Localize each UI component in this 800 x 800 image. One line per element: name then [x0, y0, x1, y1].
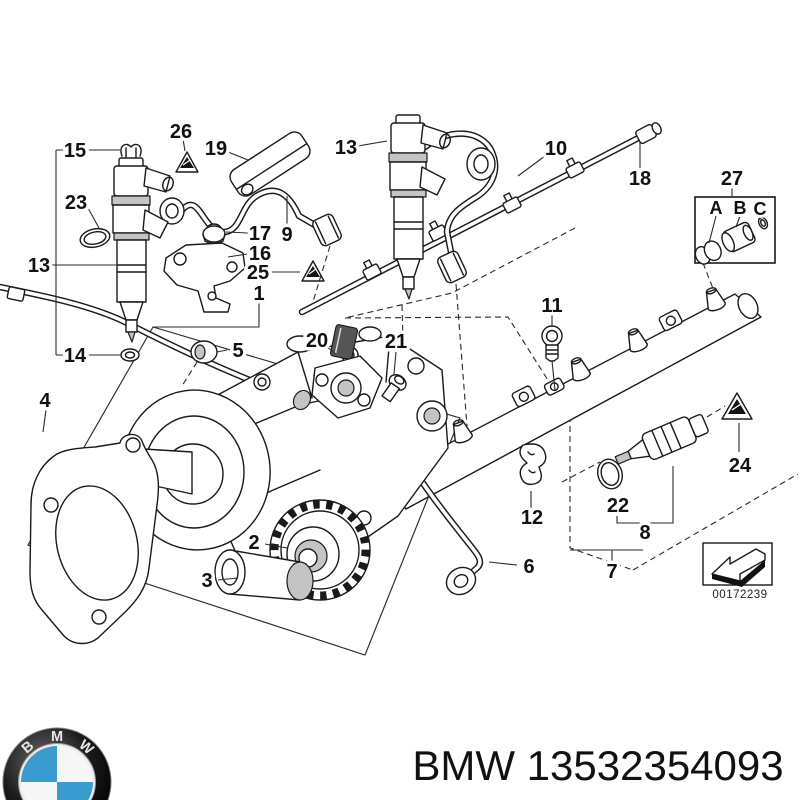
fuel-return-pipe — [413, 470, 484, 596]
catalog-stamp: 00172239 — [702, 542, 773, 601]
warning-triangle-24 — [721, 392, 753, 420]
callout-24: 24 — [729, 455, 752, 477]
pump-gasket — [29, 433, 160, 645]
callout-1: 1 — [253, 283, 264, 305]
callout-25: 25 — [247, 262, 269, 284]
injector-pipe-right — [421, 130, 499, 284]
callout-26: 26 — [170, 121, 192, 143]
unit-bolt — [381, 374, 407, 403]
part-number: BMW 13532354093 — [412, 742, 783, 789]
callout-4: 4 — [39, 390, 51, 412]
metering-unit — [292, 324, 383, 419]
callout-11: 11 — [541, 295, 562, 317]
roundel-quadrant-br — [57, 782, 93, 800]
sublabel-C: C — [754, 199, 767, 219]
injector-clamp — [120, 143, 142, 158]
injector-cover — [229, 131, 311, 197]
callout-20: 20 — [306, 330, 328, 352]
callout-3: 3 — [201, 570, 212, 592]
callout-13: 13 — [28, 255, 50, 277]
o-ring-23 — [79, 227, 111, 249]
callout-6: 6 — [523, 556, 534, 578]
warning-triangle-26 — [175, 151, 199, 173]
fuel-injector — [111, 157, 174, 343]
roundel-quadrant-tr — [57, 746, 93, 782]
rail-assembly-boundary — [344, 227, 799, 571]
callout-23: 23 — [65, 192, 87, 214]
injector-pipe-left — [159, 187, 342, 247]
high-pressure-line — [298, 122, 662, 316]
injector-bracket — [163, 242, 246, 313]
callout-16: 16 — [249, 243, 271, 265]
callout-12: 12 — [521, 507, 543, 529]
callout-19: 19 — [205, 138, 227, 160]
roundel-quadrant-tl — [21, 746, 57, 782]
callout-27: 27 — [721, 168, 743, 190]
pipe-clamp — [519, 443, 547, 486]
pump-inlet-pipe — [0, 283, 256, 385]
callout-9: 9 — [281, 224, 292, 246]
bmw-logo: BMW — [2, 727, 112, 800]
line-end-fitting — [635, 122, 662, 145]
stamp-code: 00172239 — [712, 589, 767, 601]
pressure-regulator — [614, 413, 709, 465]
callout-14: 14 — [64, 345, 87, 367]
o-ring-22 — [596, 458, 624, 490]
callout-21: 21 — [385, 331, 407, 353]
detail-box-27 — [694, 196, 776, 265]
leader-lines — [42, 138, 763, 581]
callout-8: 8 — [639, 522, 650, 544]
callout-13: 13 — [335, 137, 357, 159]
rubber-grommet — [190, 340, 218, 364]
logo-letter-M: M — [51, 729, 63, 745]
callout-15: 15 — [64, 140, 86, 162]
callout-10: 10 — [545, 138, 567, 160]
rail-mount-bolt — [541, 325, 563, 391]
sealing-washer — [120, 348, 140, 362]
callout-18: 18 — [629, 168, 651, 190]
callout-2: 2 — [248, 532, 259, 554]
callout-5: 5 — [232, 340, 243, 362]
sublabel-B: B — [734, 198, 747, 218]
callout-7: 7 — [606, 561, 617, 583]
cap-nut — [202, 223, 226, 245]
roundel-quadrant-bl — [21, 782, 57, 800]
sublabel-A: A — [710, 198, 723, 218]
roller-pin — [214, 549, 314, 601]
callout-22: 22 — [607, 495, 629, 517]
callout-17: 17 — [249, 223, 271, 245]
warning-triangle-25 — [301, 260, 325, 282]
